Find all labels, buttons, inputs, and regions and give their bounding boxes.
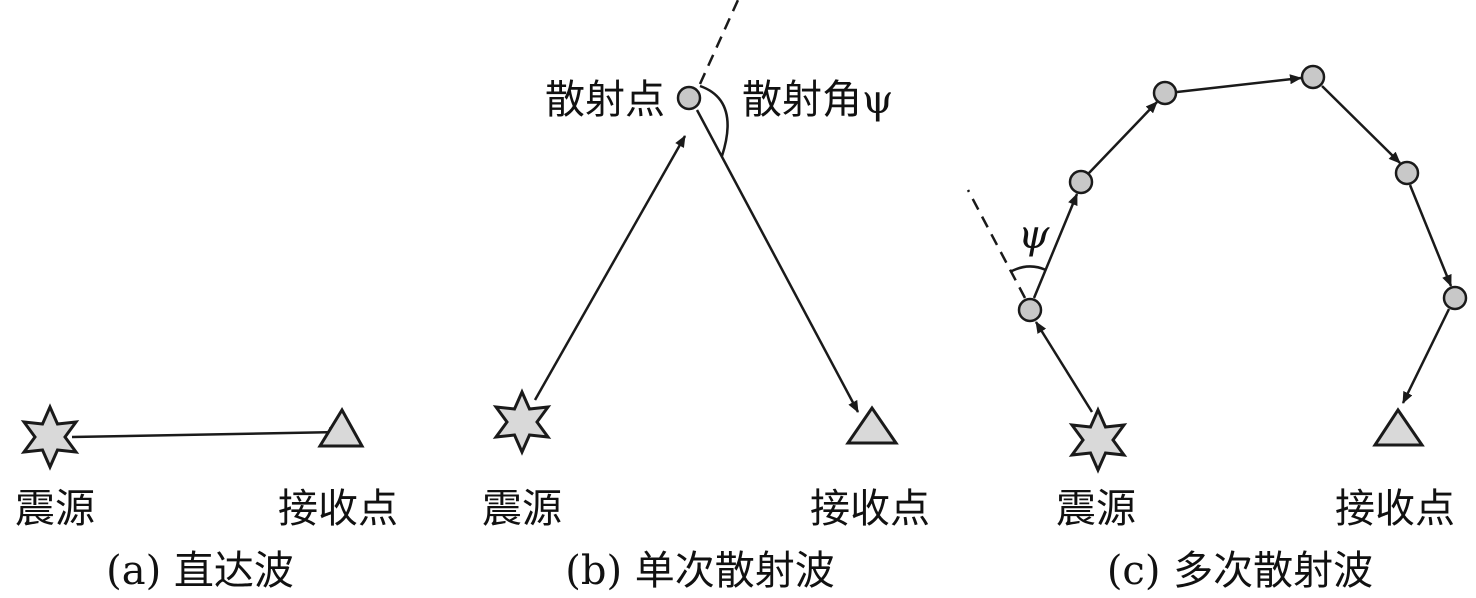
receiver-triangle-icon <box>317 407 365 448</box>
source-star-icon <box>494 390 550 454</box>
scatter-point-icon <box>1152 80 1178 106</box>
source-label: 震源 <box>482 486 562 532</box>
panel-direct-wave: 震源 接收点 (a) 直达波 <box>15 405 398 594</box>
ray-segment <box>1034 321 1094 413</box>
source-label: 震源 <box>1056 486 1136 532</box>
ray-segment <box>1401 308 1451 404</box>
scatter-point-icon <box>1068 169 1094 195</box>
ray-segment <box>1088 101 1158 174</box>
extension-dashed-line <box>698 0 740 85</box>
scatter-point-label: 散射点 <box>545 77 665 123</box>
receiver-label: 接收点 <box>278 486 398 532</box>
caption-a: (a) 直达波 <box>106 548 294 594</box>
direct-ray-arrow <box>71 427 341 439</box>
receiver-label: 接收点 <box>810 486 930 532</box>
caption-b: (b) 单次散射波 <box>565 548 835 594</box>
scatter-point-icon <box>1442 285 1468 311</box>
extension-dashed-line <box>966 189 1027 299</box>
receiver-label: 接收点 <box>1335 486 1455 532</box>
receiver-triangle-icon <box>1372 407 1425 447</box>
scatter-point-icon <box>676 85 702 111</box>
scattering-angle-arc <box>1009 265 1047 274</box>
source-star-icon <box>22 405 78 469</box>
scatter-point-icon <box>1017 297 1043 323</box>
ray-segment <box>1032 193 1079 299</box>
ray-segment <box>1408 184 1453 287</box>
receiver-triangle-icon <box>845 405 899 445</box>
scattering-angle-arc <box>699 84 729 157</box>
panel-single-scattering: 散射点 散射角ψ 震源 接收点 (b) 单次散射波 <box>482 0 930 594</box>
panel-multiple-scattering: ψ 震源 接收点 (c) 多次散射波 <box>966 64 1468 594</box>
ray-segment <box>1176 74 1302 94</box>
scatter-angle-label: 散射角ψ <box>742 77 893 123</box>
scattered-ray-arrow <box>695 109 860 413</box>
incident-ray-arrow <box>533 135 687 401</box>
source-label: 震源 <box>15 486 95 532</box>
ray-segment <box>1321 85 1401 164</box>
source-star-icon <box>1070 408 1126 472</box>
scatter-point-icon <box>1394 160 1420 186</box>
scatter-point-icon <box>1300 64 1326 90</box>
angle-symbol-label: ψ <box>1018 212 1050 258</box>
caption-c: (c) 多次散射波 <box>1107 548 1373 594</box>
